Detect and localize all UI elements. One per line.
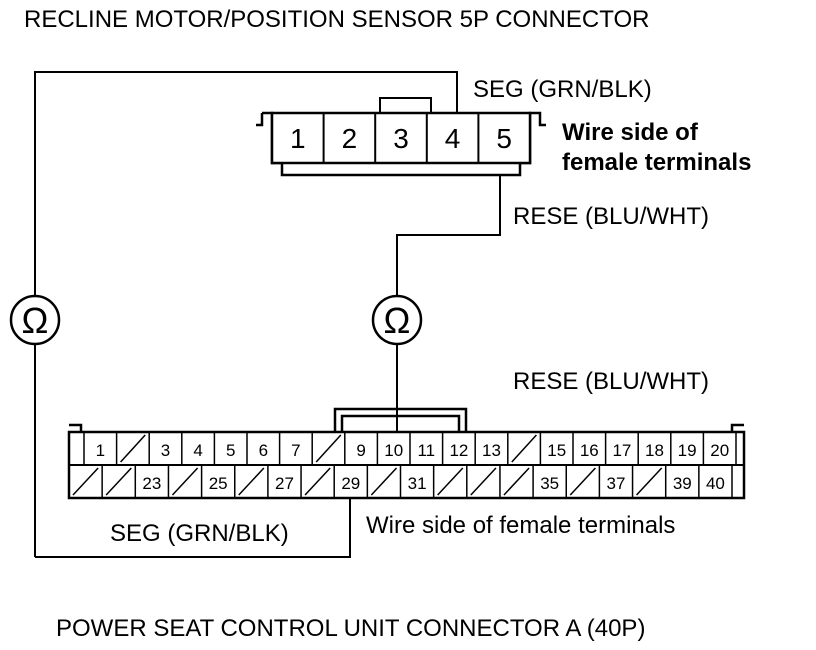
empty-cavity xyxy=(238,467,265,496)
empty-cavity xyxy=(120,434,146,463)
seg-label-top: SEG (GRN/BLK) xyxy=(473,76,652,103)
pin-number: 9 xyxy=(356,441,365,460)
seg-wire-bottom xyxy=(35,498,351,558)
connector-5p-body xyxy=(270,111,532,165)
pin-number: 10 xyxy=(384,441,403,460)
top-title: RECLINE MOTOR/POSITION SENSOR 5P CONNECT… xyxy=(24,6,649,33)
pin-number: 19 xyxy=(678,441,697,460)
pin-number: 4 xyxy=(445,123,461,154)
empty-cavity xyxy=(105,467,132,496)
empty-cavity xyxy=(370,467,398,496)
empty-cavity xyxy=(569,467,596,496)
ohmmeter-icon xyxy=(9,294,61,346)
pin-number: 18 xyxy=(645,441,664,460)
connector-5p-latch xyxy=(379,97,432,114)
pin-number: 11 xyxy=(417,441,435,460)
empty-cavity xyxy=(503,467,530,496)
pin-number: 37 xyxy=(607,474,626,493)
ohm-symbol: Ω xyxy=(22,300,49,341)
pin-number: 3 xyxy=(393,123,409,154)
pin-number: 20 xyxy=(710,441,729,460)
ohmmeter-icon xyxy=(371,294,423,346)
pin-number: 40 xyxy=(706,474,725,493)
pin-number: 5 xyxy=(496,123,512,154)
pin-number: 27 xyxy=(275,474,294,493)
ohmmeter-center: Ω xyxy=(371,294,423,346)
pin-number: 12 xyxy=(449,441,468,460)
pin-number: 13 xyxy=(482,441,501,460)
empty-cavity xyxy=(72,467,99,496)
empty-cavity xyxy=(511,434,537,463)
pin-number: 1 xyxy=(290,123,306,154)
empty-cavity xyxy=(171,467,199,496)
pin-number: 15 xyxy=(547,441,566,460)
rese-wire xyxy=(396,170,501,296)
empty-cavity xyxy=(636,467,663,496)
seg-label-bottom: SEG (GRN/BLK) xyxy=(110,520,289,547)
rese-label-bottom: RESE (BLU/WHT) xyxy=(513,368,709,395)
pin-number: 25 xyxy=(209,474,228,493)
pin-number: 6 xyxy=(259,441,268,460)
pin-number: 29 xyxy=(341,474,360,493)
empty-cavity xyxy=(304,467,331,496)
connector-5p: 1 2 3 4 5 Wire side of female terminals xyxy=(256,97,751,177)
side-label-40p: Wire side of female terminals xyxy=(366,512,675,539)
pin-number: 17 xyxy=(612,441,631,460)
pin-number: 1 xyxy=(96,441,105,460)
pin-number: 16 xyxy=(580,441,599,460)
pin-number: 4 xyxy=(193,441,202,460)
side-label-5p-line2: female terminals xyxy=(562,149,751,176)
bottom-title: POWER SEAT CONTROL UNIT CONNECTOR A (40P… xyxy=(56,615,645,642)
pin-number: 3 xyxy=(161,441,170,460)
empty-cavity xyxy=(470,467,497,496)
rese-label-top: RESE (BLU/WHT) xyxy=(513,203,709,230)
ohmmeter-left: Ω xyxy=(9,294,61,346)
wires xyxy=(34,71,501,558)
connector-5p-pins: 1 2 3 4 5 xyxy=(290,113,512,163)
side-label-5p-line1: Wire side of xyxy=(562,119,699,146)
pin-number: 31 xyxy=(408,474,427,493)
pin-number: 2 xyxy=(342,123,358,154)
pin-number: 7 xyxy=(291,441,300,460)
empty-cavity xyxy=(315,434,342,463)
pin-number: 5 xyxy=(226,441,235,460)
ohm-symbol: Ω xyxy=(384,300,411,341)
pin-number: 39 xyxy=(673,474,692,493)
connector-40p-housing xyxy=(69,407,744,432)
pin-number: 23 xyxy=(142,474,161,493)
seg-wire xyxy=(34,71,458,296)
pin-number: 35 xyxy=(540,474,559,493)
empty-cavity xyxy=(437,467,464,496)
